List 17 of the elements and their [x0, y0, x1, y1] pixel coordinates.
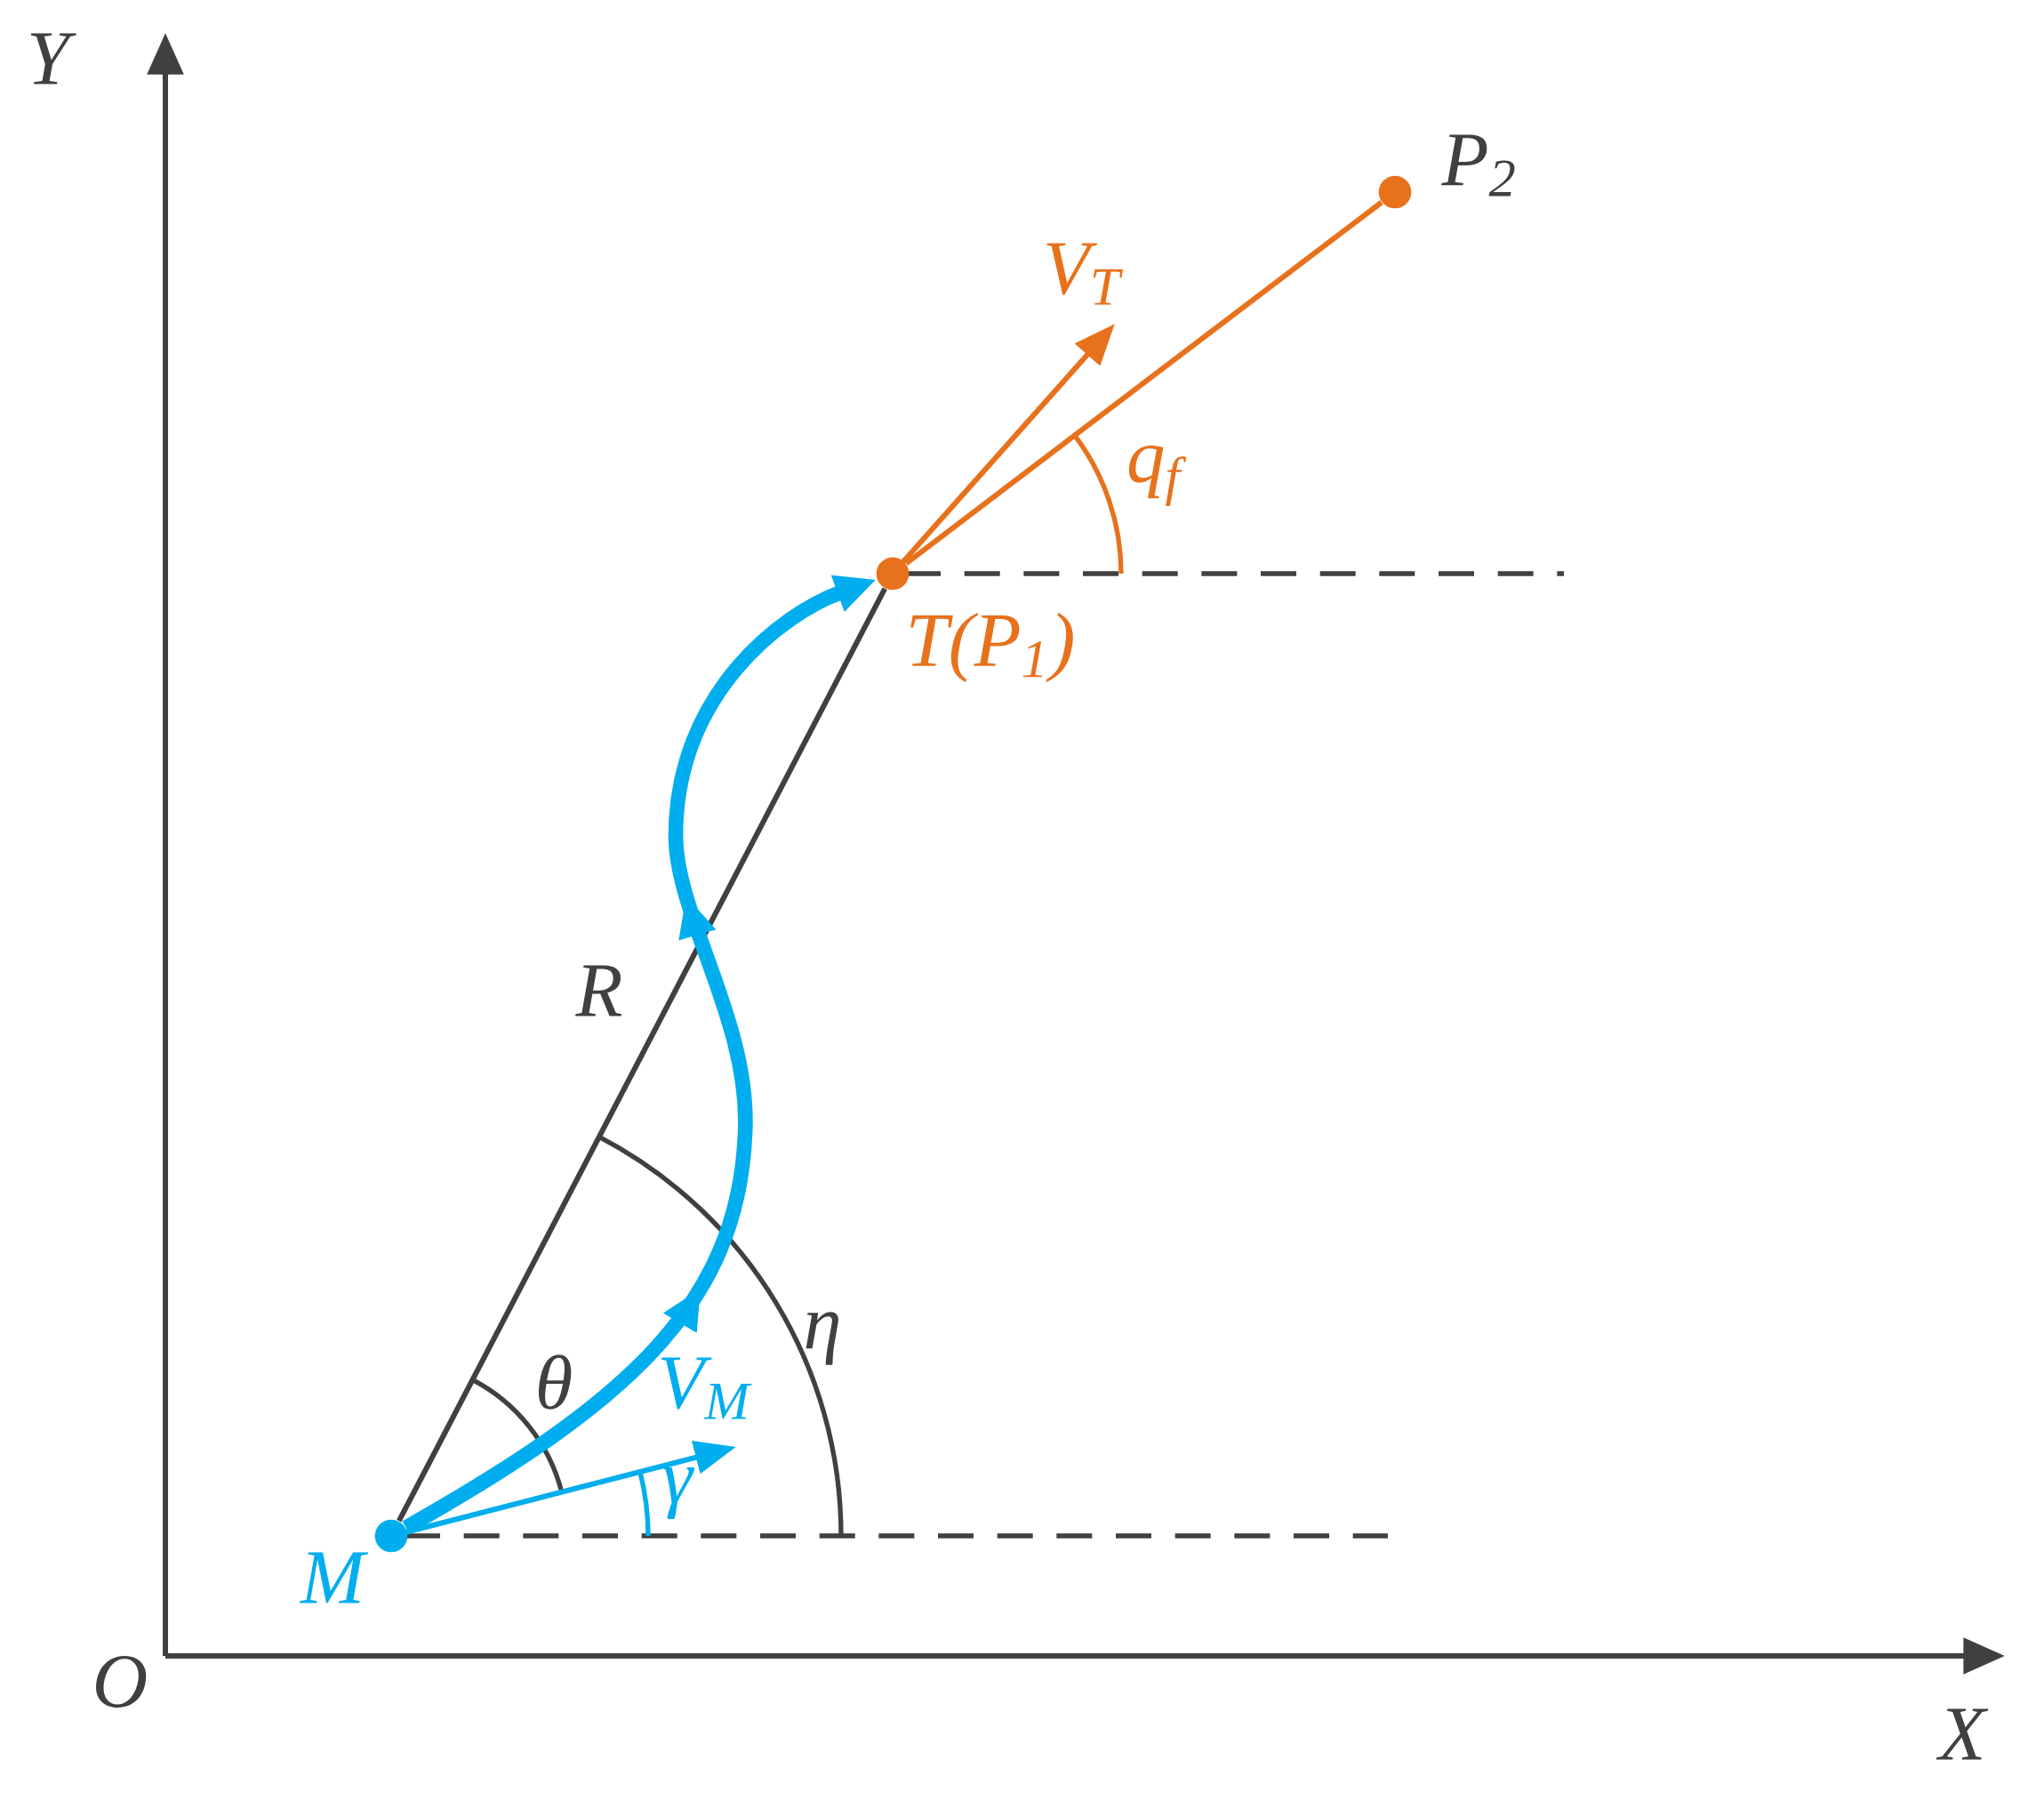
point-label: T(P$_{1}$)	[910, 612, 1073, 683]
point-dot	[1378, 175, 1412, 209]
symbol-label: Y	[30, 33, 76, 84]
symbol-label: O	[96, 1655, 147, 1708]
line	[904, 200, 1383, 566]
edge-label: R	[575, 965, 622, 1017]
point-label: M	[299, 1552, 369, 1603]
point-dot	[876, 557, 910, 591]
symbol-label: X	[1936, 1708, 1989, 1760]
symbol-label: η	[806, 1312, 838, 1365]
symbol-label: q$_{f}$	[1128, 446, 1187, 506]
symbol-label: V$_{T}$	[1046, 243, 1124, 305]
point-label: P$_{2}$	[1441, 134, 1515, 197]
symbol-label: θ	[538, 1354, 572, 1410]
symbol-label: γ	[663, 1467, 694, 1520]
symbol-label: V$_{M}$	[661, 1357, 752, 1419]
point-dot	[374, 1519, 408, 1553]
